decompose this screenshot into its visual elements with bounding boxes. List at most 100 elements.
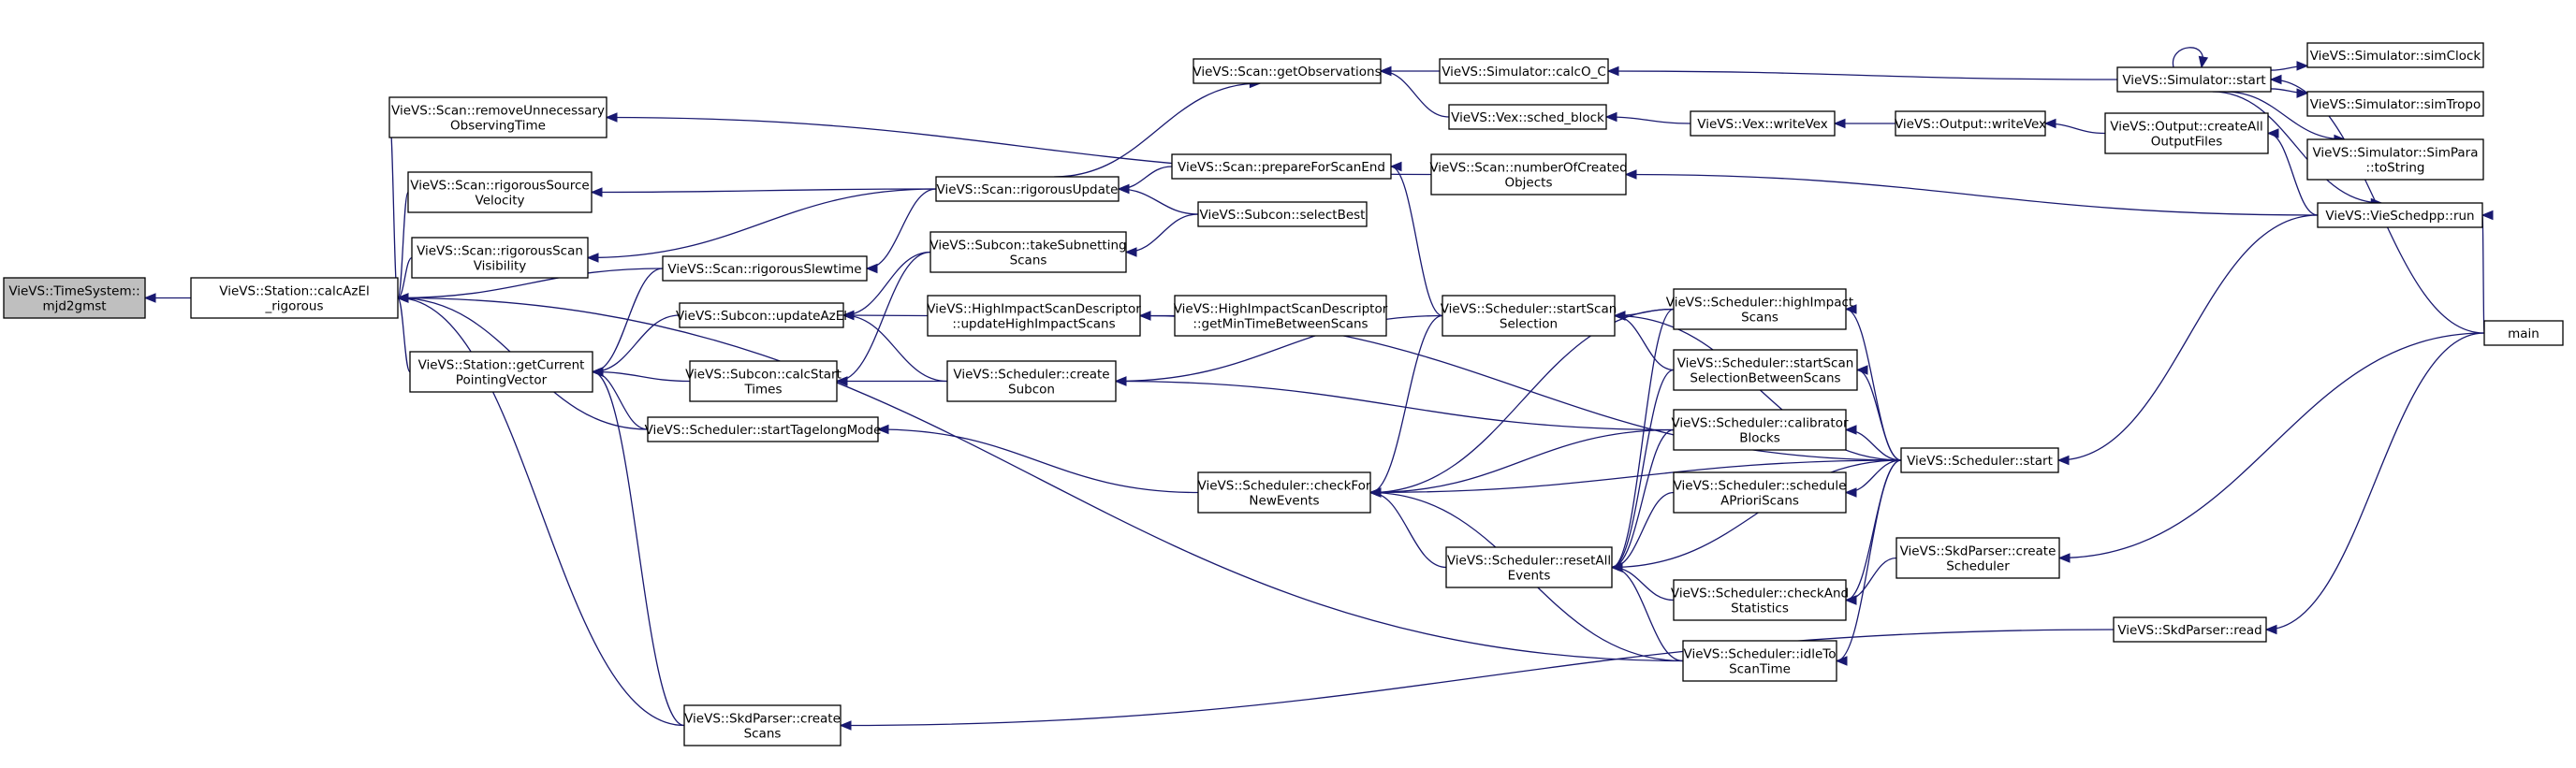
node-simulatorStart[interactable]: VieVS::Simulator::start bbox=[2116, 66, 2272, 93]
edge-arrowhead bbox=[1117, 183, 1130, 195]
node-label: VieVS::SkdParser::read bbox=[2117, 623, 2261, 638]
node-schedBlock[interactable]: VieVS::Vex::sched_block bbox=[1448, 104, 1607, 130]
edge-createScans-to-getCurrentPointing bbox=[591, 367, 685, 727]
node-removeUnnecessary[interactable]: VieVS::Scan::removeUnnecessaryObservingT… bbox=[388, 96, 607, 138]
node-rigorousUpdate[interactable]: VieVS::Scan::rigorousUpdate bbox=[935, 176, 1120, 202]
edge-line bbox=[1611, 459, 1902, 569]
node-label: VieVS::Simulator::calcO_C bbox=[1442, 65, 1606, 80]
edge-line bbox=[592, 268, 664, 373]
node-label: VieVS::Simulator::simTropo bbox=[2310, 97, 2481, 112]
edge-line bbox=[1845, 459, 1902, 601]
node-simParaToString[interactable]: VieVS::Simulator::SimPara::toString bbox=[2306, 138, 2484, 181]
edge-createSubcon-to-calcStartTimes bbox=[835, 376, 947, 386]
edge-vieSchedRun-to-createAllOutput bbox=[2266, 128, 2319, 216]
edge-line bbox=[1369, 459, 1902, 494]
edge-selectBest-to-rigorousUpdate bbox=[1117, 183, 1199, 215]
edge-skdRead-to-createScans bbox=[839, 629, 2115, 731]
node-simClock[interactable]: VieVS::Simulator::simClock bbox=[2306, 42, 2484, 68]
edge-removeUnnecessary-to-calcAzEl bbox=[387, 116, 400, 303]
edge-calibratorBlocks-to-checkForNewEvents bbox=[1368, 428, 1675, 498]
edge-startScanBetween-to-resetAllEvents bbox=[1610, 369, 1675, 572]
node-box bbox=[1673, 471, 1847, 514]
node-prepareForScanEnd[interactable]: VieVS::Scan::prepareForScanEnd bbox=[1171, 153, 1392, 180]
node-startTagelong[interactable]: VieVS::Scheduler::startTagelongMode bbox=[645, 416, 882, 442]
edge-arrowhead bbox=[1833, 118, 1846, 129]
node-label: OutputFiles bbox=[2151, 135, 2223, 150]
node-calcO_C[interactable]: VieVS::Simulator::calcO_C bbox=[1439, 58, 1609, 84]
node-outputWriteVex[interactable]: VieVS::Output::writeVex bbox=[1895, 110, 2046, 137]
node-label: VieVS::Scheduler::calibrator bbox=[1671, 416, 1848, 431]
node-label: VieVS::HighImpactScanDescriptor bbox=[1174, 302, 1388, 317]
edge-arrowhead bbox=[842, 310, 855, 321]
node-label: VieVS::Simulator::simClock bbox=[2310, 49, 2481, 64]
edge-arrowhead bbox=[605, 112, 618, 123]
edge-arrowhead bbox=[839, 720, 852, 731]
edge-arrowhead bbox=[1855, 365, 1868, 375]
edge-main-to-vieSchedRun bbox=[2481, 210, 2494, 334]
edge-createAllOutput-to-outputWriteVex bbox=[2043, 118, 2106, 135]
edge-line bbox=[397, 297, 685, 727]
node-getMinTime[interactable]: VieVS::HighImpactScanDescriptor::getMinT… bbox=[1174, 295, 1388, 337]
node-writeVexV[interactable]: VieVS::Vex::writeVex bbox=[1690, 110, 1836, 137]
edge-simulatorStart-to-simClock bbox=[2270, 61, 2309, 71]
node-main[interactable]: main bbox=[2483, 320, 2564, 346]
node-box bbox=[927, 295, 1141, 337]
node-updateHighImpact[interactable]: VieVS::HighImpactScanDescriptor::updateH… bbox=[927, 295, 1141, 337]
node-label: ScanTime bbox=[1729, 662, 1791, 677]
edge-arrowhead bbox=[1613, 311, 1626, 321]
edge-arrowhead bbox=[1114, 376, 1127, 386]
edge-arrowhead bbox=[1604, 111, 1617, 123]
edge-line bbox=[591, 188, 937, 194]
node-box bbox=[1197, 201, 1368, 227]
edge-arrowhead bbox=[2296, 88, 2309, 98]
node-startScanBetween[interactable]: VieVS::Scheduler::startScanSelectionBetw… bbox=[1673, 349, 1858, 391]
edge-line bbox=[840, 629, 2115, 727]
edge-rigorousUpdate-to-rigorousSlewtime bbox=[865, 188, 937, 274]
edge-schedulerStart-to-scheduleAPriori bbox=[1844, 459, 1902, 498]
node-skdRead[interactable]: VieVS::SkdParser::read bbox=[2113, 616, 2267, 643]
edge-arrowhead bbox=[1844, 595, 1857, 605]
edge-line bbox=[587, 188, 937, 259]
edge-rigorousUpdate-to-rigorousScanVisibility bbox=[586, 188, 937, 263]
edge-line bbox=[1118, 188, 1199, 215]
node-label: Statistics bbox=[1731, 601, 1789, 616]
edge-main-to-createScheduler bbox=[2057, 332, 2485, 563]
node-label: ::toString bbox=[2366, 161, 2425, 176]
node-label: VieVS::VieSchedpp::run bbox=[2325, 209, 2474, 224]
node-schedulerStart[interactable]: VieVS::Scheduler::start bbox=[1900, 447, 2059, 473]
edge-line bbox=[1836, 459, 1902, 662]
node-getObservations[interactable]: VieVS::Scan::getObservations bbox=[1193, 58, 1382, 84]
edge-arrowhead bbox=[1606, 65, 1619, 77]
edge-schedulerStart-to-calibratorBlocks bbox=[1844, 425, 1902, 461]
node-calcAzEl[interactable]: VieVS::Station::calcAzEl_rigorous bbox=[190, 277, 399, 319]
edge-outputWriteVex-to-writeVexV bbox=[1833, 118, 1895, 129]
edge-schedBlock-to-getObservations bbox=[1379, 65, 1450, 118]
edge-simulatorStart-to-simulatorStart bbox=[2172, 47, 2209, 69]
node-vieSchedRun[interactable]: VieVS::VieSchedpp::run bbox=[2317, 202, 2483, 228]
node-selectBest[interactable]: VieVS::Subcon::selectBest bbox=[1197, 201, 1368, 227]
edge-createSubcon-to-updateAzEl bbox=[842, 310, 948, 383]
node-simTropo[interactable]: VieVS::Simulator::simTropo bbox=[2306, 91, 2484, 117]
node-updateAzEl[interactable]: VieVS::Subcon::updateAzEl bbox=[676, 302, 847, 328]
edge-line bbox=[1369, 428, 1675, 494]
edge-line bbox=[397, 297, 1684, 662]
node-rigorousSlewtime[interactable]: VieVS::Scan::rigorousSlewtime bbox=[662, 255, 868, 282]
